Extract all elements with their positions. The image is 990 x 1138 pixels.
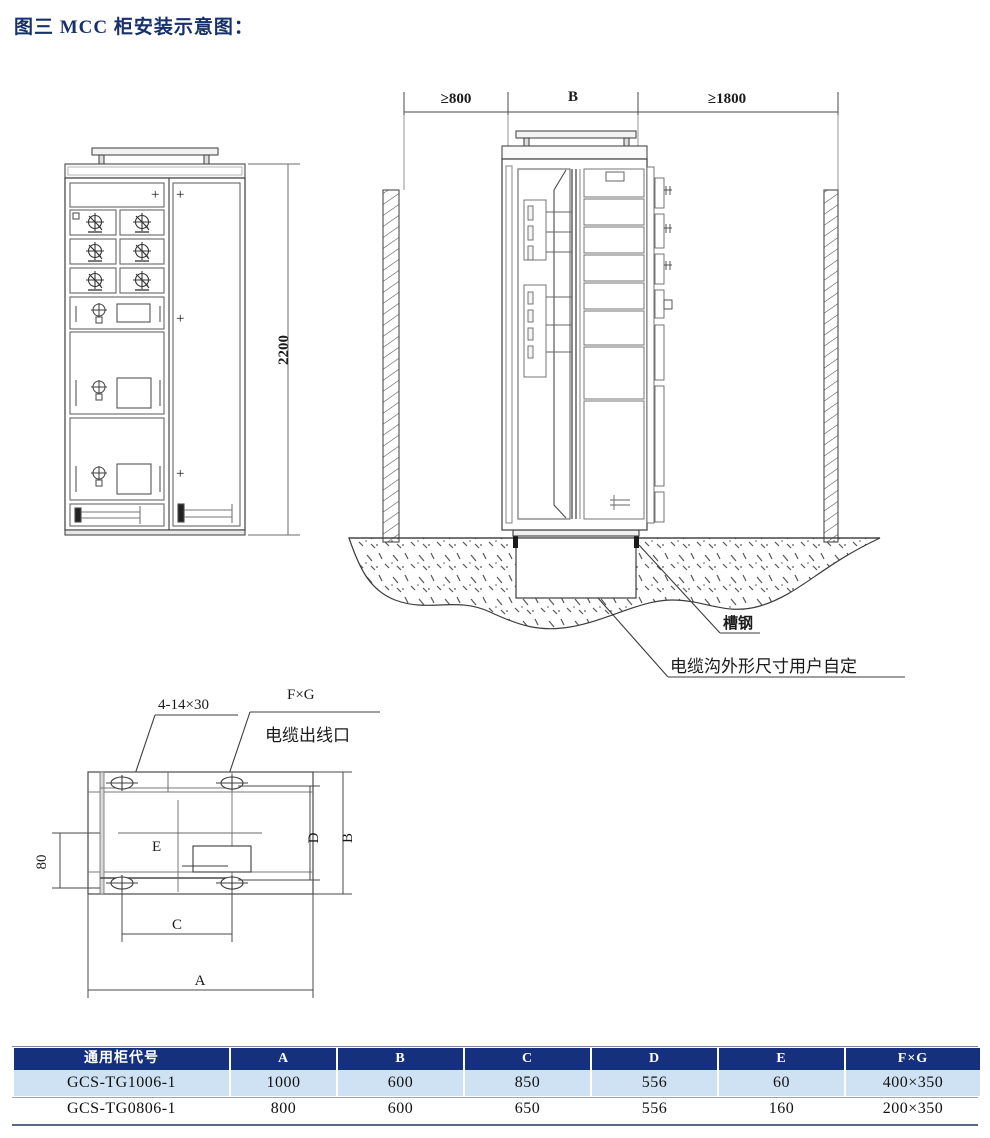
cable-trench-leader (597, 597, 905, 678)
left-clearance-label: ≥800 (441, 91, 472, 107)
cell-fg: 400×350 (846, 1070, 980, 1096)
plan-outlet-label: 电缆出线口 (265, 726, 350, 745)
cable-trench-label: 电缆沟外形尺寸用户自定 (670, 657, 857, 676)
cell-a: 1000 (231, 1070, 336, 1096)
spec-table: 通用柜代号 A B C D E F×G GCS-TG1006-1 1000 60… (12, 1048, 982, 1122)
page-title: 图三 MCC 柜安装示意图： (14, 17, 254, 38)
cable-outlet-opening (182, 845, 252, 873)
dimension-2200 (248, 163, 300, 536)
front-view-height-label: 2200 (276, 335, 292, 365)
table-bottom-rule (12, 1124, 978, 1126)
plan-outlet-code-label: F×G (287, 687, 315, 703)
plan-dim-e: E (152, 839, 161, 855)
left-wall (382, 189, 400, 543)
cell-c: 850 (465, 1070, 590, 1096)
cell-c: 650 (465, 1096, 590, 1122)
rotary-handle-icon (86, 213, 151, 291)
th-code: 通用柜代号 (14, 1048, 229, 1070)
table-mid-rule (12, 1097, 978, 1098)
plan-dim-b: B (340, 833, 356, 843)
table-row: GCS-TG0806-1 800 600 650 556 160 200×350 (14, 1096, 980, 1122)
right-wall (823, 189, 839, 543)
cell-code: GCS-TG0806-1 (14, 1096, 229, 1122)
plan-dim-d: D (306, 832, 322, 843)
svg-text:+: + (176, 466, 184, 482)
cell-code: GCS-TG1006-1 (14, 1070, 229, 1096)
section-view: ≥800 B ≥1800 (348, 89, 905, 678)
cell-b: 600 (338, 1096, 463, 1122)
cell-fg: 200×350 (846, 1096, 980, 1122)
right-clearance-label: ≥1800 (708, 91, 746, 107)
breaker-handle-icon (91, 380, 107, 401)
plan-dim-80: 80 (34, 855, 50, 870)
th-fg: F×G (846, 1048, 980, 1070)
th-c: C (465, 1048, 590, 1070)
th-d: D (592, 1048, 717, 1070)
svg-text:+: + (151, 187, 159, 203)
breaker-handle-icon (91, 303, 107, 324)
cell-d: 556 (592, 1070, 717, 1096)
cell-d: 556 (592, 1096, 717, 1122)
plan-hole-label: 4-14×30 (158, 697, 209, 713)
cell-a: 800 (231, 1096, 336, 1122)
cell-e: 160 (719, 1096, 844, 1122)
cabinet-width-label: B (568, 89, 578, 105)
table-row: GCS-TG1006-1 1000 600 850 556 60 400×350 (14, 1070, 980, 1096)
cell-e: 60 (719, 1070, 844, 1096)
th-b: B (338, 1048, 463, 1070)
table-top-rule (12, 1046, 978, 1047)
plan-dim-a: A (195, 973, 206, 989)
cell-b: 600 (338, 1070, 463, 1096)
table-header-row: 通用柜代号 A B C D E F×G (14, 1048, 980, 1070)
breaker-handle-icon (91, 466, 107, 487)
technical-drawing: + (34, 89, 905, 998)
svg-text:+: + (176, 187, 184, 203)
channel-steel-label: 槽钢 (723, 614, 753, 632)
mounting-hole (106, 775, 248, 891)
plan-view: 4-14×30 F×G 电缆出线口 (34, 687, 380, 998)
th-e: E (719, 1048, 844, 1070)
th-a: A (231, 1048, 336, 1070)
section-cabinet (501, 130, 673, 531)
channel-steel-leader (638, 544, 760, 634)
svg-text:+: + (176, 311, 184, 327)
front-view-cabinet: + (64, 147, 300, 536)
spec-table-wrapper: 通用柜代号 A B C D E F×G GCS-TG1006-1 1000 60… (12, 1048, 980, 1122)
plan-dim-c: C (172, 917, 182, 933)
